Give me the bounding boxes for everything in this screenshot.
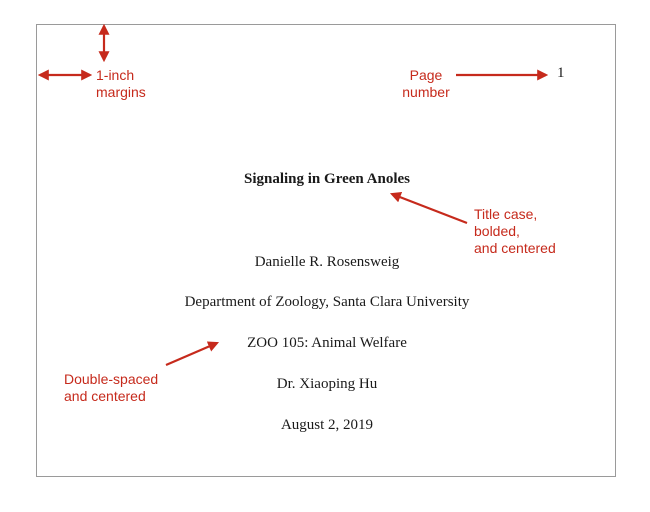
instructor-name: Dr. Xiaoping Hu <box>276 376 378 392</box>
spacing-annotation-line-2: and centered <box>64 388 146 404</box>
page-number: 1 <box>557 65 565 81</box>
margins-annotation-line-1: 1-inch <box>96 67 135 83</box>
spacing-annotation: Double-spaced and centered <box>64 371 158 405</box>
margins-annotation-line-2: margins <box>96 84 146 100</box>
page-number-annotation: Page number <box>396 67 456 101</box>
title-page: 1 Signaling in Green Anoles Danielle R. … <box>36 24 616 477</box>
paper-date: August 2, 2019 <box>280 417 374 433</box>
author-name: Danielle R. Rosensweig <box>254 254 400 270</box>
title-annotation: Title case, bolded, and centered <box>474 206 556 257</box>
title-annotation-line-2: bolded, <box>474 223 520 239</box>
page-number-annotation-line-2: number <box>402 84 450 100</box>
page-number-annotation-line-1: Page <box>409 67 443 83</box>
course-name: ZOO 105: Animal Welfare <box>247 335 407 351</box>
spacing-annotation-line-1: Double-spaced <box>64 371 159 387</box>
title-annotation-line-3: and centered <box>474 240 556 256</box>
institution: Department of Zoology, Santa Clara Unive… <box>184 294 470 310</box>
title-annotation-line-1: Title case, <box>474 206 538 222</box>
paper-title: Signaling in Green Anoles <box>243 171 410 187</box>
margins-annotation: 1-inch margins <box>96 67 146 101</box>
